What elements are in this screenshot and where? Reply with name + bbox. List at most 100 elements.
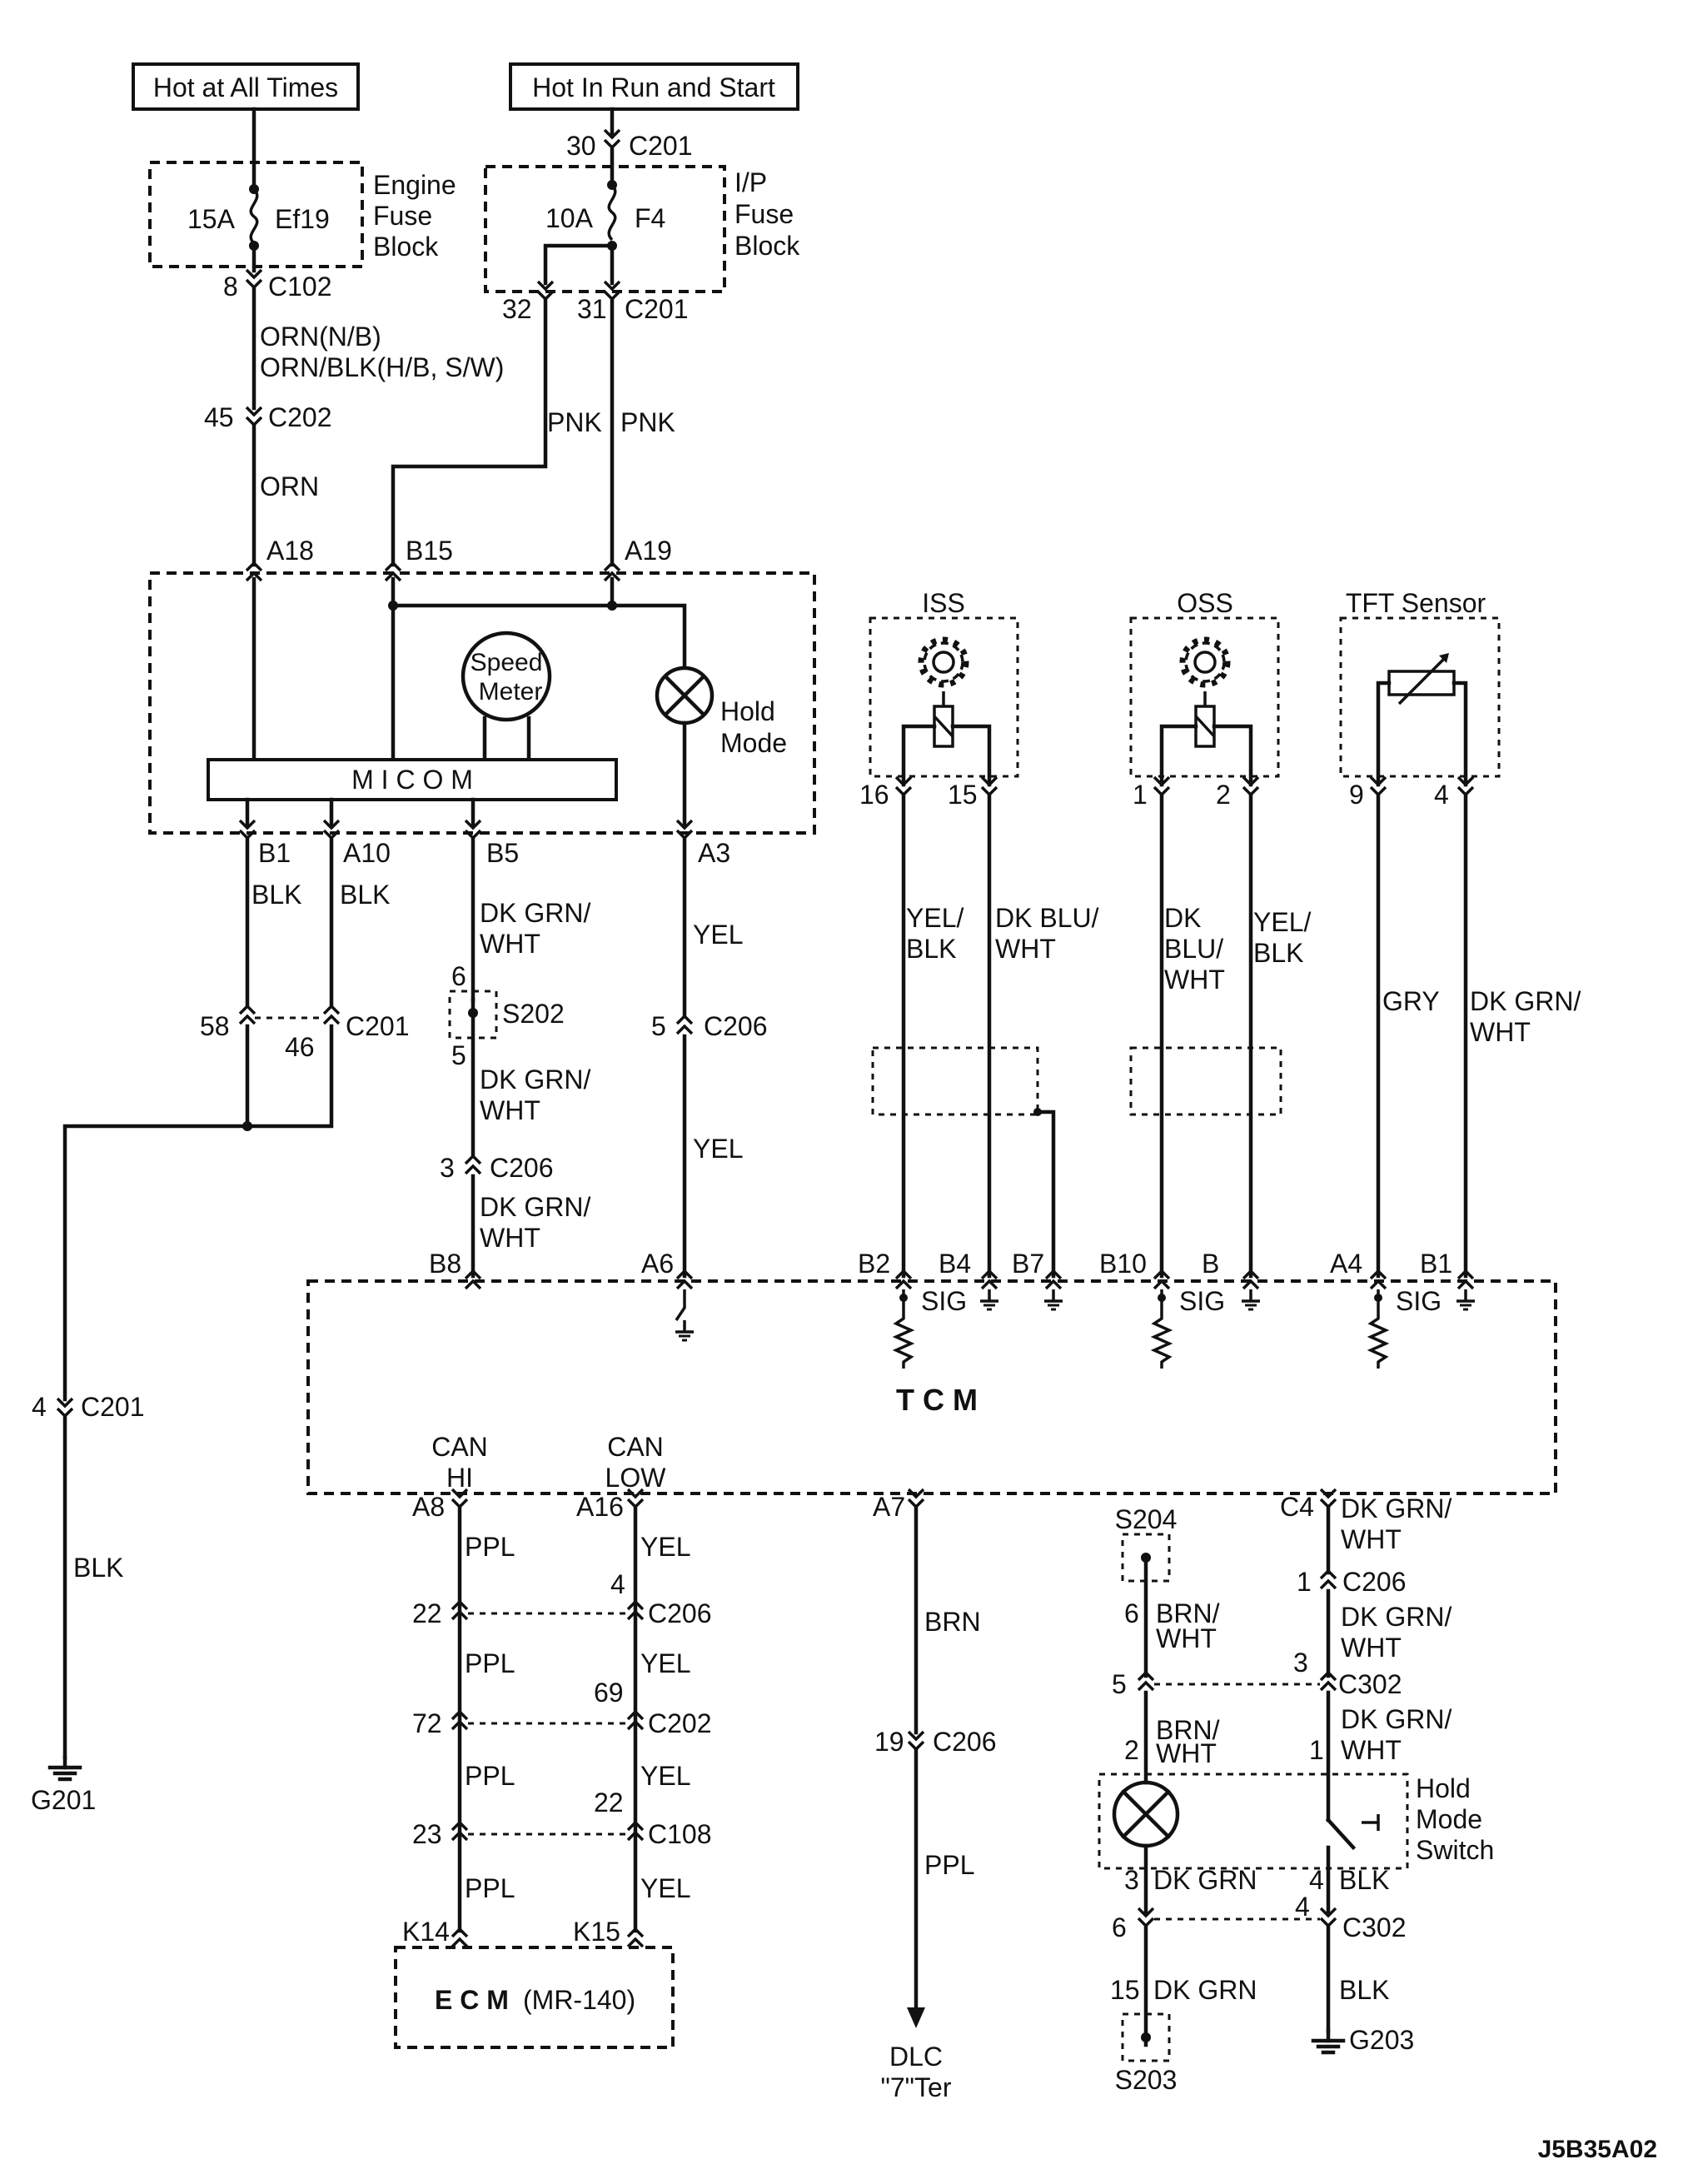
c302-6-pin: 6 [1112, 1912, 1127, 1942]
c201-58-label: C201 [346, 1011, 410, 1041]
fuse-ef19 [249, 187, 259, 245]
wire-blk-g203: BLK [1339, 1975, 1389, 2005]
iss-shield [871, 1046, 1039, 1116]
oss-pin-1: 1 [1133, 780, 1148, 810]
iss-gear-icon [921, 640, 966, 685]
ground-g203 [1313, 2031, 1343, 2052]
pin-b1: B1 [258, 838, 291, 868]
wire-blk-g201: BLK [73, 1553, 123, 1583]
ip-fuse-label-1: I/P [734, 167, 767, 197]
wire-ppl-3: PPL [465, 1761, 515, 1791]
switch-label-3: Switch [1416, 1835, 1494, 1865]
tcm-pin-c4: C4 [1280, 1492, 1314, 1522]
c206-can-label: C206 [648, 1598, 712, 1628]
instrument-cluster [148, 571, 816, 835]
tft-sensor [1339, 616, 1501, 778]
can-low-label-2: LOW [605, 1463, 667, 1493]
wire-yelblk-iss-a: YEL/ [906, 903, 964, 933]
wire-yel-can-3: YEL [640, 1761, 690, 1791]
tft-label: TFT Sensor [1346, 588, 1486, 618]
speed-meter-label-1: Speed [471, 649, 543, 676]
c202-45-pin: 45 [204, 402, 234, 432]
switch-contact-icon [1325, 1817, 1357, 1851]
hot-at-all-times-label: Hot at All Times [153, 72, 338, 102]
fuse-f4-name: F4 [635, 203, 665, 233]
ecm-label: E C M [435, 1985, 509, 2015]
wire-dkgrn-s203: DK GRN [1153, 1975, 1257, 2005]
wire-brn: BRN [924, 1607, 981, 1637]
tcm-sig-oss: SIG [1179, 1286, 1225, 1316]
oss-shield [1129, 1046, 1282, 1116]
wire-dkgrn-sw-c: DK GRN/ [1341, 1704, 1451, 1734]
c202-label: C202 [268, 402, 332, 432]
wire-ppl-2: PPL [465, 1648, 515, 1678]
c206-3-pin: 3 [440, 1153, 455, 1183]
c206-19-pin: 19 [874, 1727, 904, 1757]
s204-label: S204 [1115, 1504, 1178, 1534]
pin-a10: A10 [343, 838, 391, 868]
wire-dkgrn-sw-d: WHT [1341, 1735, 1402, 1765]
s202-label: S202 [502, 999, 565, 1029]
c202-69-pin: 69 [594, 1678, 624, 1708]
fuse-f4 [607, 183, 617, 242]
wire-ppl-4: PPL [465, 1873, 515, 1903]
wire-blk-a10: BLK [340, 880, 390, 910]
c206-1-pin: 1 [1297, 1567, 1312, 1597]
c201-58-pin: 58 [200, 1011, 230, 1041]
oss-pullup-resistor [1153, 1310, 1171, 1370]
switch-label-2: Mode [1416, 1804, 1482, 1834]
wire-pnk-2: PNK [620, 407, 675, 437]
c201-31-pin: 31 [577, 294, 607, 324]
engine-fuse-block [148, 161, 364, 268]
s204-6-pin: 6 [1124, 1598, 1139, 1628]
pin-b15: B15 [406, 536, 453, 566]
c302-bottom-label: C302 [1342, 1912, 1407, 1942]
tft-pullup-resistor [1369, 1310, 1387, 1370]
fuse-ef19-amps: 15A [187, 204, 236, 234]
c202-72-pin: 72 [412, 1708, 442, 1738]
engine-fuse-label-2: Fuse [373, 201, 432, 231]
pin-a19: A19 [625, 536, 672, 566]
c108-23-pin: 23 [412, 1819, 442, 1849]
c206-22-pin: 22 [412, 1598, 442, 1628]
oss-sensor [1129, 616, 1280, 778]
c201-46-pin: 46 [285, 1032, 315, 1062]
tcm-b4-ground-icon [978, 1288, 1000, 1311]
wire-yel-can-4: YEL [640, 1873, 690, 1903]
wire-dkgrn-sw-a: DK GRN/ [1341, 1602, 1451, 1632]
c108-22-pin: 22 [594, 1788, 624, 1818]
wire-dkgrn-c4-a: DK GRN/ [1341, 1493, 1451, 1523]
ecm-module [394, 1946, 675, 2049]
ip-fuse-label-3: Block [734, 231, 800, 261]
wire-dkgrn-2a: DK GRN/ [480, 1065, 590, 1094]
dlc-arrow-icon [907, 2007, 925, 2028]
wire-dkblu-oss-b: BLU/ [1164, 934, 1223, 964]
tcm-pin-a6: A6 [641, 1249, 674, 1279]
c201-30-pin: 30 [566, 131, 596, 161]
ecm-pin-k15: K15 [573, 1917, 620, 1947]
c201-32-pin: 32 [502, 294, 532, 324]
wire-dkgrn-tft-b: WHT [1470, 1017, 1531, 1047]
ip-fuse-label-2: Fuse [734, 199, 794, 229]
c206-4-pin: 4 [610, 1569, 625, 1599]
can-hi-label-1: CAN [431, 1432, 488, 1462]
tcm-pin-b10: B10 [1099, 1249, 1147, 1279]
wire-dkblu-iss-b: WHT [995, 934, 1056, 964]
hold-mode-label-1: Hold [720, 696, 775, 726]
switch-label-1: Hold [1416, 1773, 1471, 1803]
s202-bot-pin: 5 [451, 1040, 466, 1070]
pin-a18: A18 [266, 536, 314, 566]
tcm-a6-ground-icon [674, 1319, 695, 1342]
tcm-pin-b1: B1 [1420, 1249, 1452, 1279]
wire-yelblk-oss-b: BLK [1253, 938, 1303, 968]
hot-in-run-label: Hot In Run and Start [532, 72, 775, 102]
hold-mode-label-2: Mode [720, 728, 787, 758]
connector-c201-58 [238, 1005, 256, 1025]
pin-a3: A3 [698, 838, 730, 868]
tcm-b7-ground-icon [1043, 1288, 1064, 1311]
can-low-label-1: CAN [607, 1432, 664, 1462]
wire-yel-a6: YEL [693, 1134, 743, 1164]
can-hi-label-2: HI [446, 1463, 473, 1493]
wire-dkgrn-2b: WHT [480, 1095, 540, 1125]
